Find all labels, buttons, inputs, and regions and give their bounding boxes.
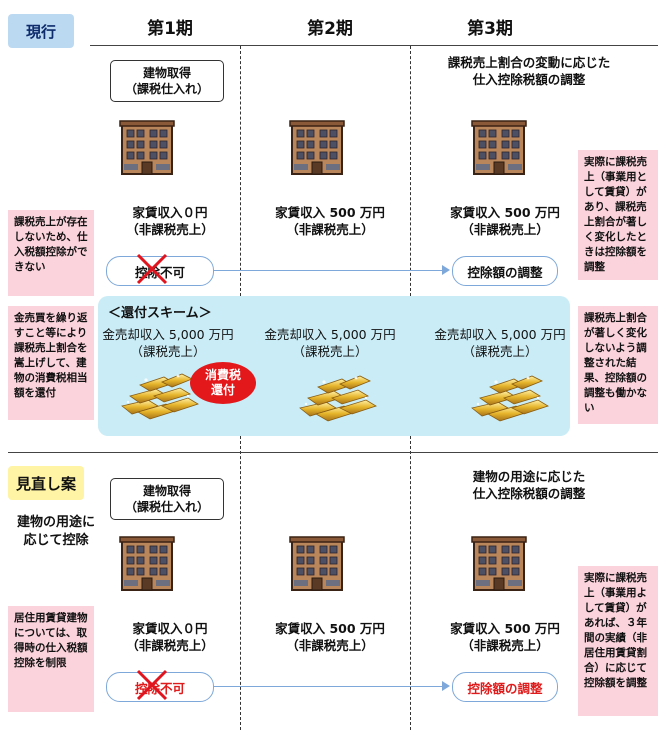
gold-bars-icon [118,368,202,420]
building-icon [288,536,346,592]
review-right-note: 実際に課税売上（事業用よして賃貸）があれば、３年間の実績（非居住用賃貸割合）に応… [578,566,658,716]
review-p3-heading: 建物の用途に応じた 仕入控除税額の調整 [472,469,586,501]
separator-1-2-bottom [240,436,241,730]
review-p3-rent-caption: 家賃収入 500 万円 （非課税売上） [450,621,560,653]
cross-mark-icon [136,669,168,701]
separator-2-3-bottom [410,436,411,730]
p3-rent-caption: 家賃収入 500 万円 （非課税売上） [450,205,560,237]
tag-current: 現行 [8,14,74,48]
tag-review: 見直し案 [8,466,84,500]
p2-rent-caption: 家賃収入 500 万円 （非課税売上） [275,205,385,237]
period-3-label: 第3期 [467,19,513,39]
separator-1-2-top [240,46,241,296]
building-icon [118,536,176,592]
review-sub-label: 建物の用途に 応じて控除 [16,515,95,548]
period-2-label: 第2期 [307,19,353,39]
review-deduction-adjustment-pill: 控除額の調整 [452,672,558,702]
p1-rent-caption: 家賃収入０円 （非課税売上） [126,205,214,237]
separator-2-3-top [410,46,411,296]
arrow-head [442,681,450,691]
scheme-title: ＜還付スキーム＞ [108,306,212,321]
building-acquisition-box: 建物取得 （課税仕入れ） [110,478,224,520]
pill-label: 控除額の調整 [467,264,543,280]
scheme-right-note: 課税売上割合が著しく変化しないよう調整された結果、控除額の調整も働かない [578,306,658,424]
current-left-note: 課税売上が存在しないため、仕入税額控除ができない [8,210,94,296]
building-icon [288,120,346,176]
current-right-note: 実際に課税売上（事業用として賃貸）があり、課税売上割合が著しく変化したときは控除… [578,150,658,280]
period-1-label: 第1期 [147,19,193,39]
gold-bars-icon [468,370,552,422]
cross-mark-icon [136,253,168,285]
pill-label: 控除額の調整 [467,680,543,696]
tax-refund-badge: 消費税 還付 [190,362,256,404]
header-rule [90,45,658,46]
arrow-head [442,265,450,275]
p2-gold-caption: 金売却収入 5,000 万円 （課税売上） [264,327,396,359]
scheme-left-note: 金売買を繰り返すこと等により課税売上割合を嵩上げして、建物の消費税相当額を還付 [8,306,94,420]
review-p2-rent-caption: 家賃収入 500 万円 （非課税売上） [275,621,385,653]
arrow-to-adjustment [214,270,444,271]
gold-bars-icon [296,370,380,422]
review-p1-rent-caption: 家賃収入０円 （非課税売上） [126,621,214,653]
p3-gold-caption: 金売却収入 5,000 万円 （課税売上） [434,327,566,359]
review-arrow-to-adjustment [214,686,444,687]
p3-heading: 課税売上割合の変動に応じた 仕入控除税額の調整 [447,55,611,87]
building-icon [470,120,528,176]
deduction-not-allowed-pill: 控除不可 [106,256,214,286]
building-icon [118,120,176,176]
section-divider [8,452,658,453]
p1-gold-caption: 金売却収入 5,000 万円 （課税売上） [102,327,234,359]
review-left-note: 居住用賃貸建物については、取得時の仕入税額控除を制限 [8,606,94,712]
building-icon [470,536,528,592]
pill-label: 控除不可 [134,680,185,696]
building-acquisition-box: 建物取得 （課税仕入れ） [110,60,224,102]
deduction-adjustment-pill: 控除額の調整 [452,256,558,286]
pill-label: 控除不可 [134,264,185,280]
